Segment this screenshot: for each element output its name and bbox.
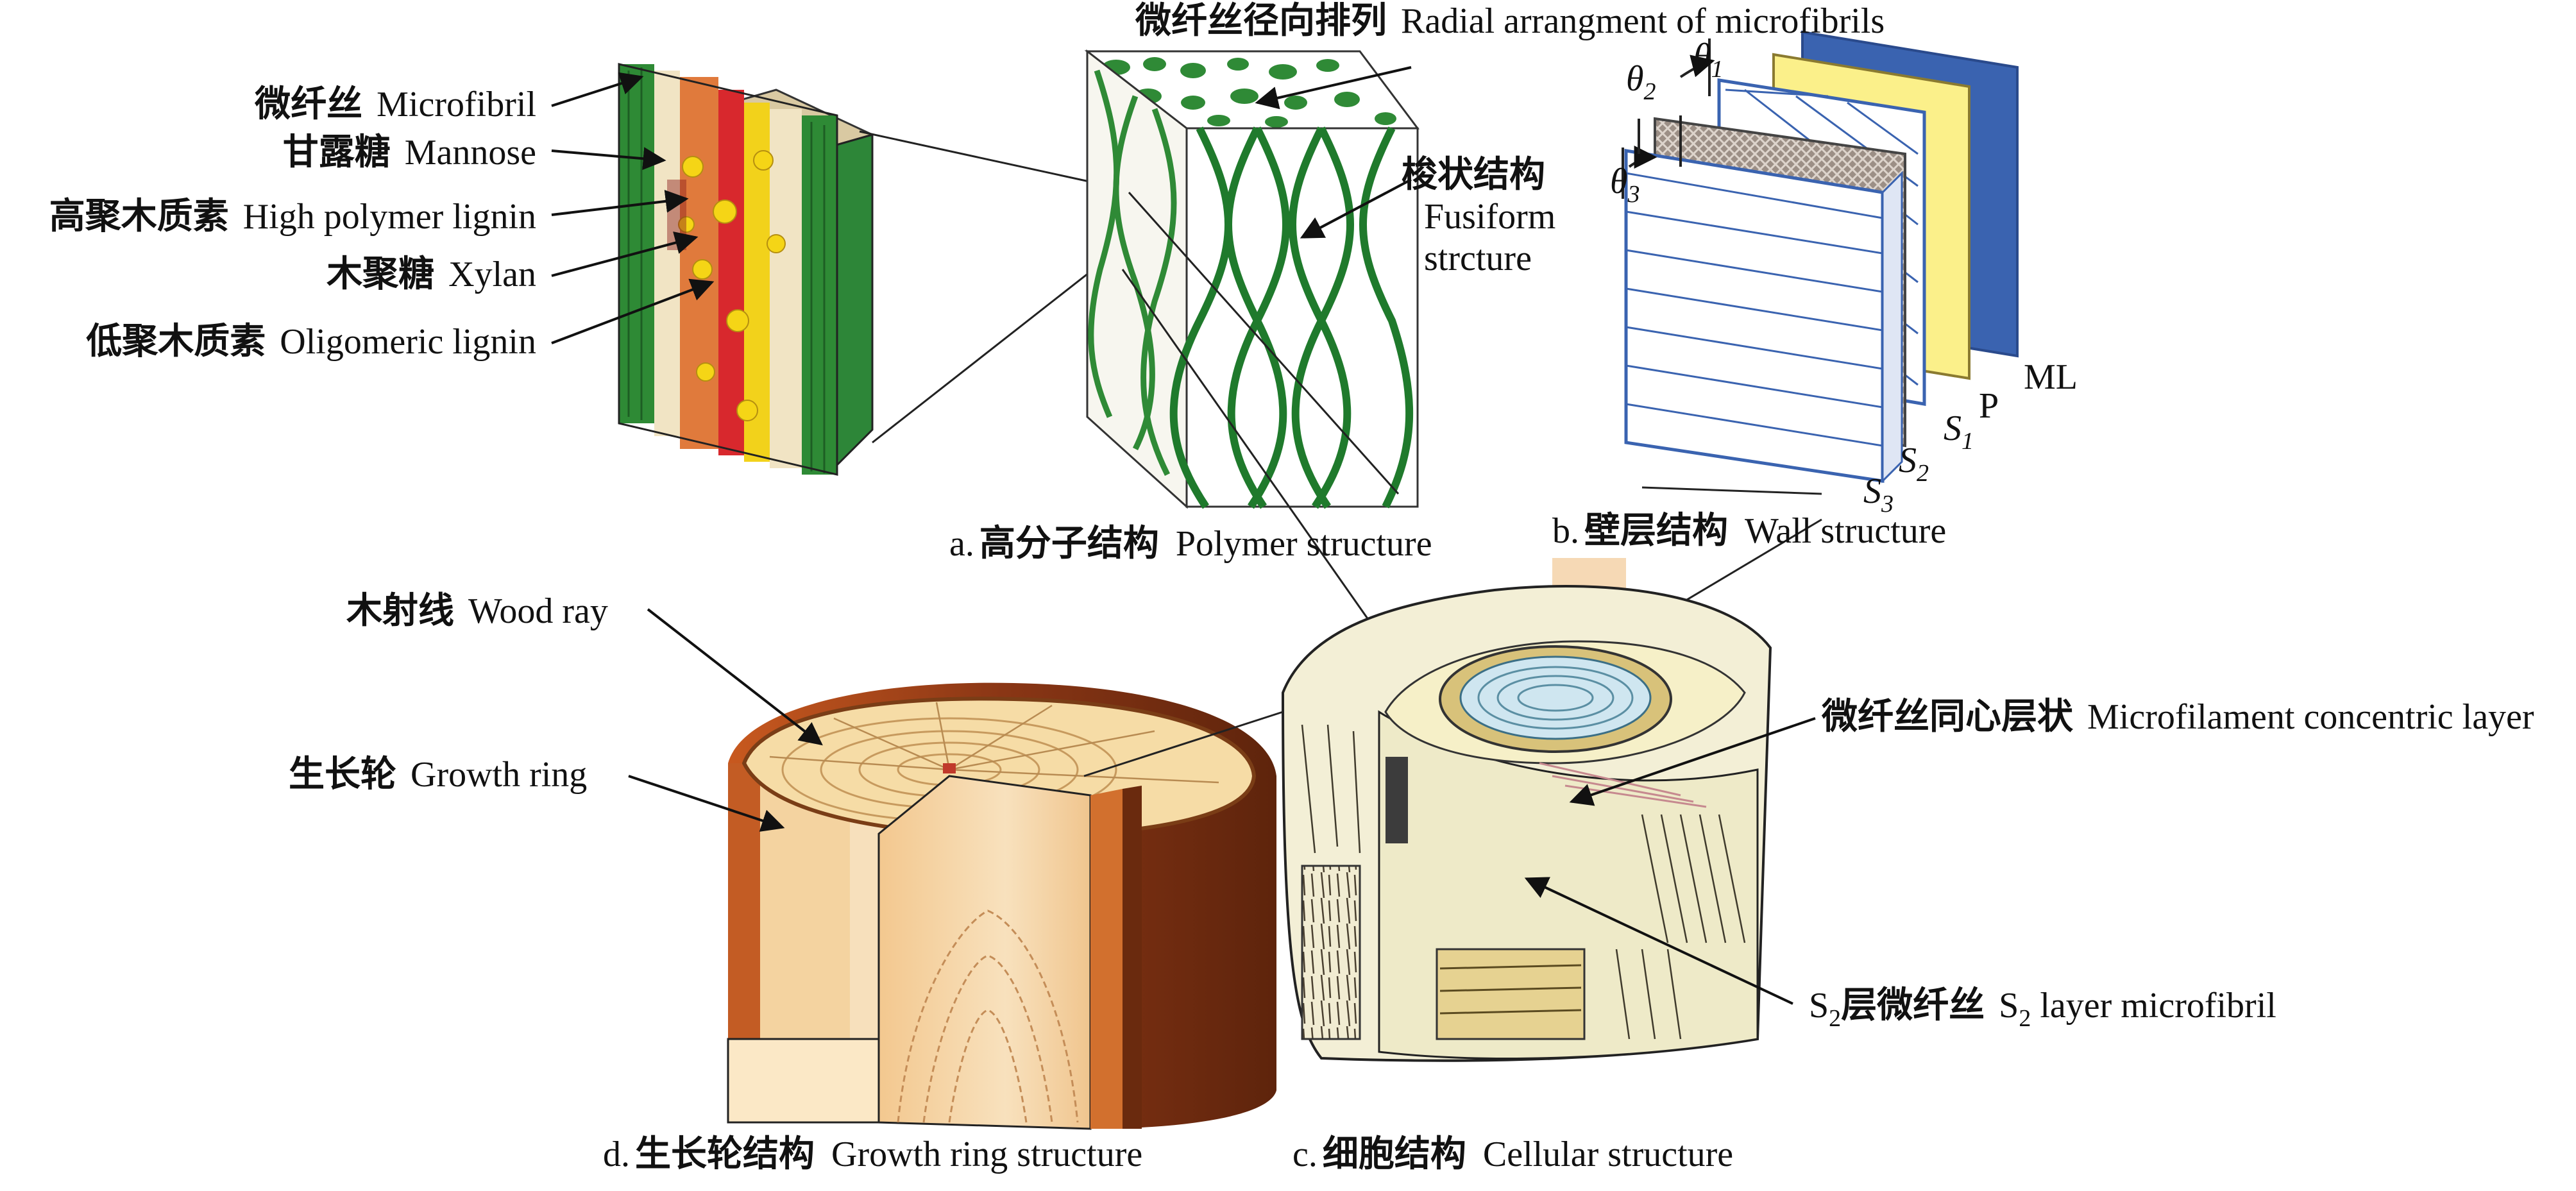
ml-text: ML xyxy=(2024,357,2078,397)
theta2-label: θ2 xyxy=(1626,61,1656,104)
label-microfibril-zh: 微纤丝 xyxy=(255,83,363,125)
s2-prefix-sub: 2 xyxy=(1829,1005,1842,1032)
fusiform-block xyxy=(1084,49,1419,509)
s2-prefix-s: S xyxy=(1809,986,1829,1026)
label-mannose-zh: 甘露糖 xyxy=(282,131,391,173)
label-fusiform-en1: Fusiform xyxy=(1424,199,1555,235)
growth-ring-log xyxy=(727,682,1276,1130)
theta3-sub: 3 xyxy=(1627,181,1640,208)
label-xylan-zh: 木聚糖 xyxy=(326,253,435,295)
s3-sub: 3 xyxy=(1881,491,1894,518)
label-xylan-en: Xylan xyxy=(448,255,536,294)
label-growth-ring-zh: 生长轮 xyxy=(289,754,396,795)
s1-label: S1 xyxy=(1944,410,1974,453)
p-text: P xyxy=(1979,386,1999,426)
caption-c-prefix: c. xyxy=(1292,1135,1318,1174)
label-radial-en: Radial arrangment of microfibrils xyxy=(1401,1,1885,41)
label-concentric-en: Microfilament concentric layer xyxy=(2087,697,2534,737)
s1-text: S xyxy=(1944,409,1962,448)
theta3-text: θ xyxy=(1610,162,1628,201)
label-growth-ring: 生长轮 Growth ring xyxy=(289,757,587,793)
theta3-label: θ3 xyxy=(1610,164,1640,207)
caption-c-zh: 细胞结构 xyxy=(1322,1133,1466,1175)
label-concentric-zh: 微纤丝同心层状 xyxy=(1822,696,2073,738)
label-xylan: 木聚糖 Xylan xyxy=(326,255,536,294)
label-oligomeric-lignin-zh: 低聚木质素 xyxy=(86,321,266,362)
caption-b-zh: 壁层结构 xyxy=(1584,510,1728,552)
theta1-text: θ xyxy=(1693,37,1711,76)
label-wood-ray: 木射线 Wood ray xyxy=(346,590,608,632)
caption-d-prefix: d. xyxy=(603,1135,630,1174)
theta1-label: θ1 xyxy=(1693,38,1724,81)
label-oligomeric-lignin-en: Oligomeric lignin xyxy=(280,322,536,362)
label-fusiform-en2: strcture xyxy=(1424,241,1532,276)
label-radial-arrangement: 微纤丝径向排列 Radial arrangment of microfibrils xyxy=(1135,0,1885,42)
label-microfilament-concentric: 微纤丝同心层状 Microfilament concentric layer xyxy=(1822,696,2534,738)
label-wood-ray-en: Wood ray xyxy=(468,591,608,631)
caption-b-prefix: b. xyxy=(1552,511,1579,551)
theta1-sub: 1 xyxy=(1711,56,1724,83)
cell-block xyxy=(1281,558,1772,1062)
caption-b-en: Wall structure xyxy=(1745,511,1947,551)
s1-sub: 1 xyxy=(1962,428,1974,455)
label-wood-ray-zh: 木射线 xyxy=(346,590,454,632)
caption-d: d.生长轮结构 Growth ring structure xyxy=(603,1133,1143,1175)
caption-a: a.高分子结构 Polymer structure xyxy=(949,526,1432,562)
label-growth-ring-en: Growth ring xyxy=(411,755,588,795)
label-high-polymer-lignin-zh: 高聚木质素 xyxy=(49,196,229,237)
caption-c-en: Cellular structure xyxy=(1482,1135,1734,1174)
label-high-polymer-lignin-en: High polymer lignin xyxy=(242,197,536,237)
s2-layer-en: layer microfibril xyxy=(2040,986,2276,1026)
s2-en-sub: 2 xyxy=(2019,1005,2031,1032)
s2-label: S2 xyxy=(1899,443,1929,486)
label-microfibril: 微纤丝 Microfibril xyxy=(255,85,536,124)
caption-a-prefix: a. xyxy=(949,524,974,564)
theta2-sub: 2 xyxy=(1643,78,1656,105)
theta2-text: θ xyxy=(1626,59,1644,99)
p-label: P xyxy=(1979,388,1999,424)
label-fusiform-zh: 梭状结构 xyxy=(1402,157,1559,193)
s2-sub: 2 xyxy=(1917,460,1929,487)
polymer-block xyxy=(618,63,876,476)
label-high-polymer-lignin: 高聚木质素 High polymer lignin xyxy=(49,199,536,235)
fusiform-en-line2: strcture xyxy=(1424,239,1532,278)
fusiform-en-line1: Fusiform xyxy=(1424,197,1556,237)
caption-c: c.细胞结构 Cellular structure xyxy=(1292,1133,1734,1175)
fusiform-zh-text: 梭状结构 xyxy=(1402,154,1545,196)
s2-text: S xyxy=(1899,441,1917,480)
s3-text: S xyxy=(1863,471,1881,511)
s2-layer-zh: 层微纤丝 xyxy=(1841,984,1985,1026)
label-oligomeric-lignin: 低聚木质素 Oligomeric lignin xyxy=(86,324,536,360)
caption-a-en: Polymer structure xyxy=(1175,524,1432,564)
caption-b: b.壁层结构 Wall structure xyxy=(1552,510,1947,552)
label-mannose-en: Mannose xyxy=(404,133,536,173)
s3-label: S3 xyxy=(1863,473,1894,516)
wall-layers xyxy=(1622,30,2019,484)
caption-a-zh: 高分子结构 xyxy=(979,523,1159,564)
label-microfibril-en: Microfibril xyxy=(377,85,536,124)
label-radial-zh: 微纤丝径向排列 xyxy=(1135,0,1387,42)
s2-en-s: S xyxy=(1999,986,2019,1026)
caption-d-zh: 生长轮结构 xyxy=(635,1133,815,1175)
leader-lines xyxy=(551,66,1816,1005)
caption-d-en: Growth ring structure xyxy=(831,1135,1143,1174)
ml-label: ML xyxy=(2024,359,2078,395)
